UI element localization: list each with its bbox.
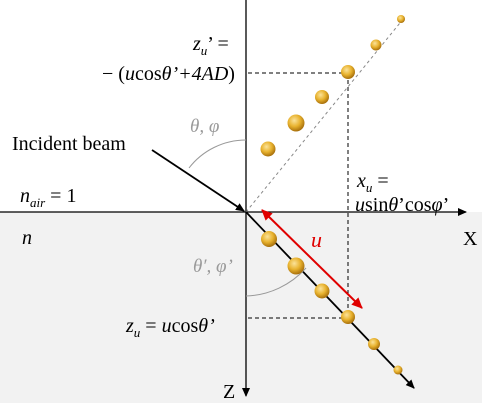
particle	[287, 114, 305, 132]
theta-phi-label: θ, φ	[190, 116, 219, 137]
u-label: u	[311, 227, 322, 252]
particle	[397, 15, 405, 23]
n-air-label: nair = 1	[20, 185, 76, 210]
x-axis-label: X	[463, 228, 478, 250]
zu-prime-label-line1: zu’ =	[192, 33, 229, 58]
theta-phi-prime-label: θ′, φ’	[193, 256, 233, 277]
particle	[341, 310, 355, 324]
n-medium-label: n	[22, 227, 32, 249]
particle	[260, 141, 276, 157]
u-distance-arrow	[261, 209, 363, 309]
medium-region	[0, 212, 482, 403]
zu-bottom-label: zu = ucosθ’	[125, 315, 215, 340]
particle	[314, 283, 330, 299]
particle	[368, 338, 380, 350]
particle	[393, 365, 403, 375]
particle	[341, 65, 355, 79]
xu-label-line1: xu =	[356, 170, 389, 195]
particle	[370, 39, 382, 51]
particle	[315, 90, 329, 104]
incident-beam-arrow	[151, 149, 245, 212]
angle-arc-top	[188, 139, 247, 169]
z-axis-label: Z	[223, 381, 235, 403]
particle	[261, 231, 277, 247]
incident-beam-label: Incident beam	[12, 133, 126, 155]
particle	[287, 257, 305, 275]
xu-label-line2: usinθ’cosφ’	[355, 194, 449, 216]
zu-prime-label-line2: − (ucosθ’+4AD)	[102, 63, 235, 85]
